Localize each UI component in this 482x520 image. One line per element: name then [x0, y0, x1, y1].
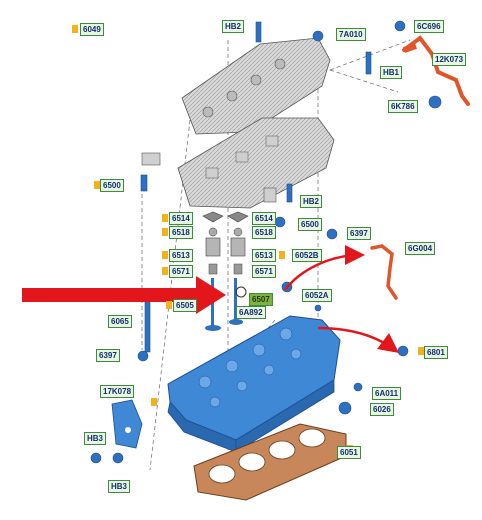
part-label[interactable]: 6049 — [80, 23, 104, 36]
part-label[interactable]: 6518 — [169, 226, 193, 239]
part-label[interactable]: HB3 — [108, 480, 131, 493]
part-label[interactable]: 6G004 — [405, 242, 436, 255]
part-label[interactable]: HB1 — [380, 66, 403, 79]
camshaft-carrier — [177, 117, 335, 209]
part-label-highlighted[interactable]: 6507 — [249, 293, 273, 306]
marker-pin — [162, 214, 168, 222]
part-label[interactable]: HB2 — [222, 20, 245, 33]
marker-pin — [94, 181, 100, 189]
part-label[interactable]: 6C696 — [414, 20, 444, 33]
red-arrow-to-6g004 — [284, 245, 365, 291]
camshaft-cover — [181, 37, 331, 135]
part-label[interactable]: 6801 — [424, 346, 448, 359]
part-label[interactable]: 6513 — [169, 249, 193, 262]
marker-pin — [151, 398, 157, 406]
part-label[interactable]: 6026 — [370, 403, 394, 416]
red-arrow-to-6801 — [317, 326, 400, 353]
side-bracket-hole — [125, 427, 131, 433]
part-label[interactable]: 17K078 — [100, 385, 135, 398]
marker-pin — [279, 251, 285, 259]
marker-pin — [162, 267, 168, 275]
part-label[interactable]: 7A010 — [336, 28, 366, 41]
marker-pin — [72, 25, 78, 33]
part-label[interactable]: 6397 — [347, 227, 371, 240]
part-label[interactable]: 6514 — [252, 212, 276, 225]
part-label[interactable]: HB3 — [84, 432, 107, 445]
part-label[interactable]: 6513 — [252, 249, 276, 262]
small-bracket-part — [141, 152, 161, 166]
marker-pin — [418, 347, 424, 355]
part-label[interactable]: 6A011 — [372, 387, 402, 400]
part-label[interactable]: 6065 — [108, 315, 132, 328]
part-label[interactable]: 6397 — [96, 349, 120, 362]
marker-pin — [162, 228, 168, 236]
big-red-arrow — [22, 276, 226, 314]
fasteners — [90, 20, 442, 464]
part-label[interactable]: 6051 — [337, 446, 361, 459]
side-bracket — [111, 399, 143, 449]
part-label[interactable]: 6571 — [252, 265, 276, 278]
head-gasket — [193, 423, 347, 501]
part-label[interactable]: 6052B — [292, 249, 322, 262]
part-label[interactable]: 6505 — [173, 299, 197, 312]
part-label[interactable]: 6571 — [169, 265, 193, 278]
part-label[interactable]: HB2 — [300, 195, 323, 208]
orange-harness-upper — [402, 35, 470, 106]
part-label[interactable]: 6A892 — [236, 306, 266, 319]
cylinder-head — [167, 315, 341, 453]
part-label[interactable]: 6514 — [169, 212, 193, 225]
sensor-bracket-part — [263, 187, 277, 203]
marker-pin — [166, 301, 172, 309]
part-label[interactable]: 6500 — [100, 179, 124, 192]
part-label[interactable]: 6052A — [302, 289, 332, 302]
orange-harness-connector — [403, 43, 417, 53]
part-label[interactable]: 6K786 — [388, 100, 418, 113]
marker-pin — [162, 251, 168, 259]
part-label[interactable]: 12K073 — [432, 53, 467, 66]
part-label[interactable]: 6518 — [252, 226, 276, 239]
orange-harness-lower — [370, 244, 398, 300]
part-label[interactable]: 6500 — [298, 218, 322, 231]
